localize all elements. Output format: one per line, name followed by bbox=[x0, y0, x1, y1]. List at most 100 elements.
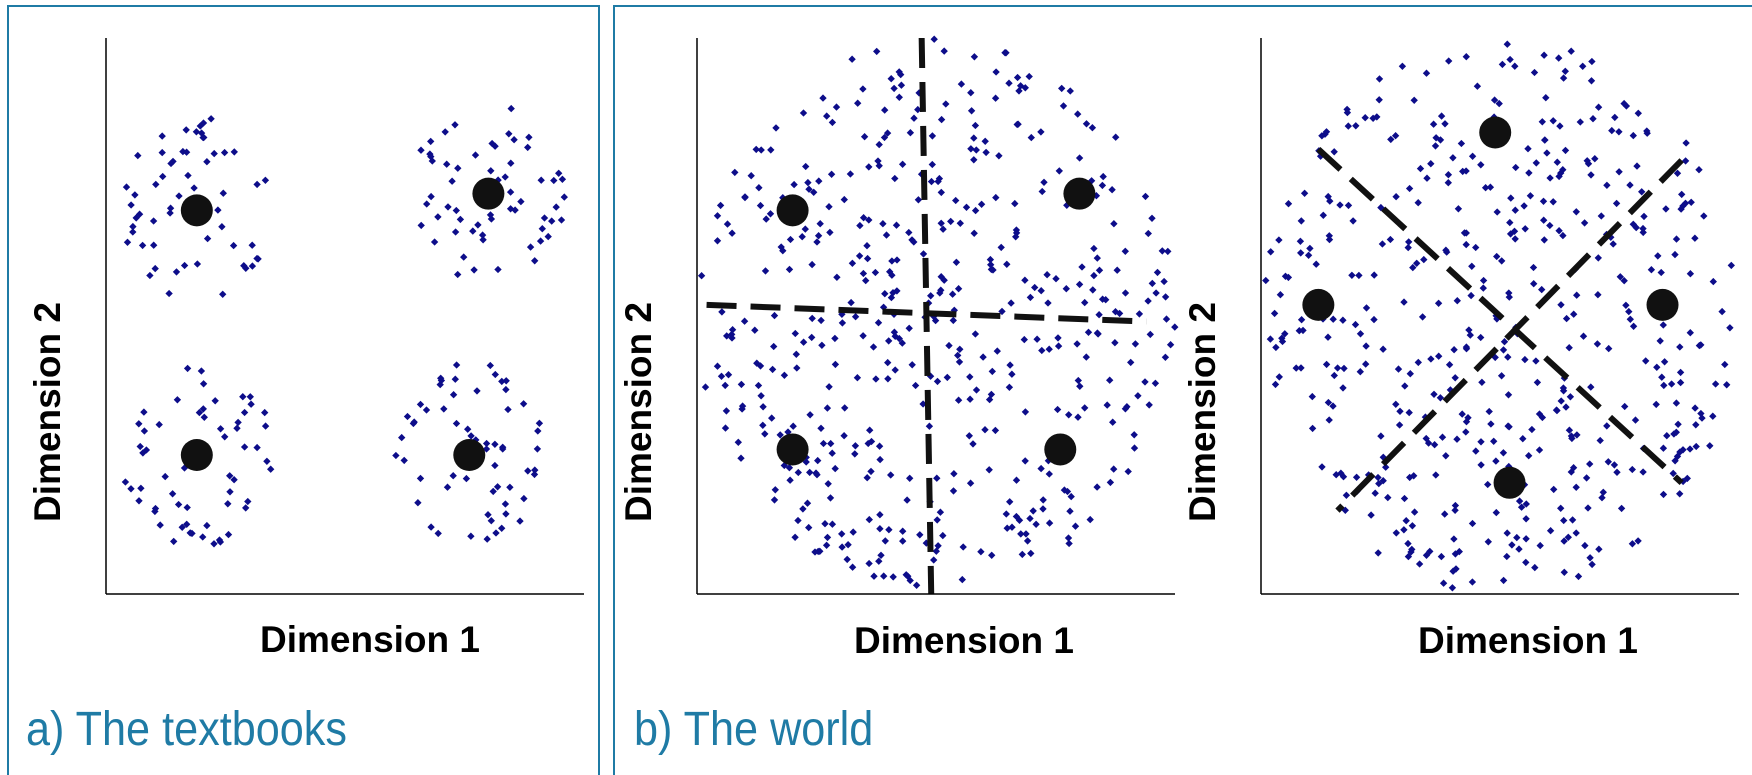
data-point bbox=[776, 431, 784, 439]
data-point bbox=[716, 201, 725, 210]
data-point bbox=[848, 563, 857, 571]
data-point bbox=[1479, 284, 1487, 292]
data-point bbox=[816, 220, 824, 228]
data-point bbox=[1408, 522, 1417, 530]
data-point bbox=[1579, 332, 1588, 340]
data-point bbox=[831, 360, 840, 369]
data-point bbox=[441, 128, 449, 136]
data-point bbox=[449, 391, 458, 399]
data-point bbox=[137, 484, 145, 492]
data-point bbox=[1171, 323, 1179, 331]
data-point bbox=[1579, 62, 1587, 70]
data-point bbox=[1451, 374, 1459, 382]
data-point bbox=[1584, 504, 1592, 512]
data-point bbox=[808, 260, 816, 269]
data-point bbox=[140, 408, 148, 416]
data-point bbox=[1427, 160, 1435, 168]
data-point bbox=[949, 487, 958, 495]
data-point bbox=[538, 225, 546, 233]
data-point bbox=[1074, 110, 1082, 118]
data-point bbox=[524, 143, 532, 152]
data-point bbox=[1075, 154, 1084, 162]
data-point bbox=[452, 361, 461, 369]
data-point bbox=[1492, 508, 1500, 517]
data-point bbox=[826, 228, 834, 237]
data-point bbox=[808, 314, 816, 323]
data-point bbox=[1572, 483, 1580, 491]
data-point bbox=[525, 133, 533, 141]
data-point bbox=[1400, 526, 1408, 534]
data-point bbox=[790, 180, 798, 189]
data-point bbox=[1270, 309, 1279, 318]
data-point bbox=[1410, 472, 1418, 480]
data-point bbox=[1297, 217, 1305, 225]
centroid-marker bbox=[776, 433, 809, 466]
data-point bbox=[841, 404, 849, 412]
data-point bbox=[1349, 217, 1357, 225]
data-point bbox=[761, 430, 769, 438]
data-point bbox=[772, 124, 780, 132]
data-point bbox=[1572, 529, 1580, 537]
data-point bbox=[965, 432, 973, 440]
data-point bbox=[239, 393, 247, 401]
data-point bbox=[1336, 201, 1344, 209]
data-point bbox=[221, 433, 229, 441]
data-point bbox=[471, 151, 480, 159]
data-point bbox=[751, 326, 759, 334]
data-point bbox=[898, 339, 906, 347]
data-point bbox=[767, 146, 775, 154]
data-point bbox=[865, 216, 873, 224]
data-point bbox=[448, 177, 456, 185]
data-point bbox=[1398, 62, 1407, 70]
data-point bbox=[825, 203, 833, 211]
data-point bbox=[1613, 468, 1621, 476]
data-point bbox=[502, 385, 510, 394]
data-point bbox=[860, 133, 869, 141]
data-point bbox=[1559, 74, 1568, 82]
data-point bbox=[261, 408, 269, 417]
data-point bbox=[135, 497, 143, 505]
data-point bbox=[899, 537, 907, 545]
data-point bbox=[1038, 346, 1046, 355]
data-point bbox=[937, 286, 945, 294]
data-point bbox=[1709, 412, 1717, 420]
data-point bbox=[1434, 299, 1443, 307]
data-point bbox=[498, 377, 506, 386]
data-point bbox=[1308, 392, 1316, 401]
data-point bbox=[1415, 560, 1424, 568]
data-point bbox=[956, 345, 964, 353]
data-point bbox=[1723, 381, 1731, 389]
data-point bbox=[967, 107, 976, 115]
data-point bbox=[161, 472, 169, 481]
data-point bbox=[1574, 572, 1583, 581]
data-point bbox=[1141, 378, 1149, 386]
data-point bbox=[848, 55, 856, 63]
data-point bbox=[207, 115, 215, 123]
data-point bbox=[936, 508, 945, 516]
data-point bbox=[1692, 421, 1700, 429]
data-point bbox=[933, 474, 941, 482]
data-point bbox=[859, 269, 868, 278]
data-point bbox=[1039, 505, 1047, 513]
data-point bbox=[224, 500, 232, 508]
data-point bbox=[1477, 461, 1485, 469]
data-point bbox=[723, 220, 732, 228]
data-point bbox=[1530, 68, 1539, 77]
data-point bbox=[949, 316, 957, 325]
data-point bbox=[713, 362, 722, 370]
data-point bbox=[811, 548, 819, 556]
data-point bbox=[801, 225, 809, 233]
data-point bbox=[1678, 190, 1686, 199]
data-point bbox=[1640, 212, 1648, 221]
data-point bbox=[1089, 286, 1097, 294]
data-point bbox=[1002, 49, 1010, 57]
data-point bbox=[972, 386, 981, 394]
data-point bbox=[1090, 271, 1098, 280]
data-point bbox=[757, 392, 765, 400]
data-point bbox=[1691, 234, 1699, 242]
data-point bbox=[1522, 535, 1530, 543]
data-point bbox=[1444, 171, 1453, 179]
data-point bbox=[1450, 346, 1458, 354]
data-point bbox=[1121, 289, 1130, 297]
data-point bbox=[819, 439, 828, 448]
